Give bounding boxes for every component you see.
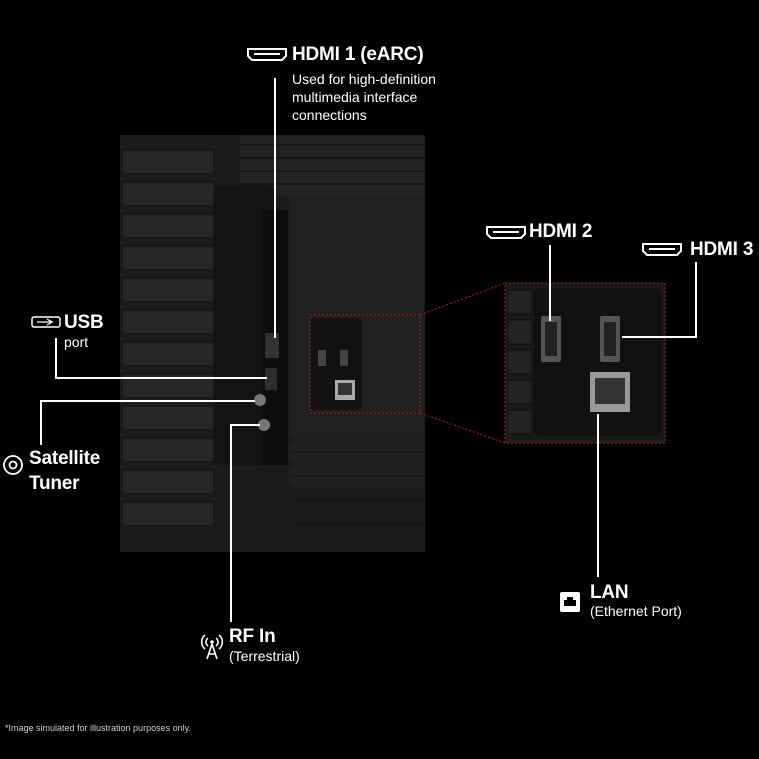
hdmi1-desc-line: Used for high-definition xyxy=(292,71,436,87)
hdmi3-leader-line-v xyxy=(695,262,697,337)
disclaimer-footnote: *Image simulated for illustration purpos… xyxy=(5,723,191,733)
hdmi1-desc-line: connections xyxy=(292,107,367,124)
hdmi1-leader-line xyxy=(274,78,276,338)
lan-icon xyxy=(559,591,581,613)
hdmi1-title: HDMI 1 (eARC) xyxy=(292,44,424,65)
usb-leader-line-v xyxy=(55,338,57,378)
lan-description: (Ethernet Port) xyxy=(590,603,682,619)
lan-title: LAN xyxy=(590,582,629,603)
satellite-leader-line-h xyxy=(40,400,255,402)
rf-description: (Terrestrial) xyxy=(229,648,300,664)
usb-description: port xyxy=(64,334,89,350)
hdmi2-leader-line xyxy=(549,245,551,321)
rf-leader-line-v xyxy=(230,425,232,622)
satellite-title-line2: Tuner xyxy=(29,473,80,494)
hdmi3-title: HDMI 3 xyxy=(690,239,754,260)
hdmi-icon xyxy=(485,225,527,239)
hdmi2-title: HDMI 2 xyxy=(529,221,593,242)
satellite-leader-line-v xyxy=(40,400,42,445)
usb-title: USB xyxy=(64,312,104,333)
hdmi3-leader-line-h xyxy=(622,336,697,338)
usb-leader-line-h xyxy=(55,377,267,379)
rf-leader-line-h xyxy=(230,424,260,426)
satellite-title-line1: Satellite xyxy=(29,448,101,469)
usb-icon xyxy=(31,316,61,328)
hdmi1-desc-line: multimedia interface xyxy=(292,89,418,106)
lan-leader-line xyxy=(597,414,599,577)
hdmi-icon xyxy=(246,47,288,61)
antenna-icon xyxy=(200,629,224,661)
satellite-icon xyxy=(2,454,24,476)
hdmi1-description: Used for high-definition multimedia inte… xyxy=(292,70,436,125)
rf-title: RF In xyxy=(229,626,276,647)
hdmi-icon xyxy=(641,242,683,256)
